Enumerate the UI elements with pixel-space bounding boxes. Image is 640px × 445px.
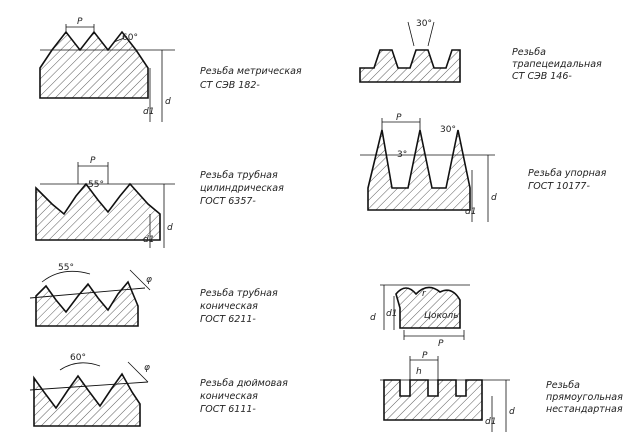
trapezoid-caption-line1: Резьба: [512, 47, 546, 58]
figure-buttress-thread: P 3° 30° d1 d Резьба упорная ГОСТ 10177-: [360, 113, 607, 222]
edison-d-label: d: [370, 313, 376, 323]
inch-con-caption-line2: коническая: [200, 391, 258, 402]
pipe-con-caption-line3: ГОСТ 6211-: [200, 314, 256, 325]
trapezoid-caption-line3: СТ СЭВ 146-: [512, 71, 572, 82]
metric-angle-label: 60°: [122, 33, 138, 43]
buttress-thread-profile: [367, 129, 471, 211]
metric-pitch-label: P: [77, 17, 83, 27]
buttress-caption-line1: Резьба упорная: [528, 168, 607, 179]
pipe-con-thread-profile: [35, 280, 139, 327]
inch-con-thread-profile: [33, 372, 141, 427]
pipe-cyl-d-label: d: [167, 223, 173, 233]
buttress-angle-right-label: 30°: [440, 125, 456, 135]
figure-trapezoidal-thread: 30° Резьба трапецеидальная СТ СЭВ 146-: [359, 19, 602, 83]
pipe-con-caption-line2: коническая: [200, 301, 258, 312]
metric-caption-line2: СТ СЭВ 182-: [200, 80, 260, 91]
buttress-caption-line2: ГОСТ 10177-: [528, 181, 590, 192]
figure-inch-conical-thread: 60° φ Резьба дюймовая коническая ГОСТ 61…: [29, 353, 288, 427]
pipe-cyl-thread-profile: [35, 182, 161, 241]
rect-caption-line2: прямоугольная: [546, 392, 623, 403]
pipe-cyl-angle-label: 55°: [88, 180, 104, 190]
rect-pitch-label: P: [422, 351, 428, 361]
buttress-d-label: d: [491, 193, 497, 203]
trapezoid-thread-profile: [359, 49, 461, 83]
rect-h-label: h: [416, 367, 422, 377]
pipe-con-angle-label: 55°: [58, 263, 74, 273]
figure-pipe-cylindrical-thread: P 55° d1 d Резьба трубная цилиндрическая…: [35, 156, 284, 248]
figure-edison-thread: d d1 r Цоколь P: [370, 284, 470, 349]
pipe-con-phi-label: φ: [146, 275, 152, 285]
metric-d-label: d: [165, 97, 171, 107]
edison-thread-profile: [395, 286, 461, 329]
inch-con-caption-line3: ГОСТ 6111-: [200, 404, 256, 415]
rect-thread-profile: [383, 379, 483, 421]
pipe-cyl-caption-line1: Резьба трубная: [200, 170, 278, 181]
inch-con-phi-label: φ: [144, 363, 150, 373]
trapezoid-caption-line2: трапецеидальная: [512, 59, 602, 70]
edison-pitch-label: P: [438, 339, 444, 349]
rect-d1-label: d1: [485, 417, 496, 427]
rect-caption-line3: нестандартная: [546, 404, 623, 415]
inch-con-caption-line1: Резьба дюймовая: [200, 378, 288, 389]
metric-caption-line1: Резьба метрическая: [200, 66, 302, 77]
trapezoid-angle-label: 30°: [416, 19, 432, 29]
rect-caption-line1: Резьба: [546, 380, 580, 391]
buttress-d1-label: d1: [465, 207, 476, 217]
edison-d1-label: d1: [386, 309, 397, 319]
buttress-pitch-label: P: [396, 113, 402, 123]
figure-metric-thread: P 60° d1 d Резьба метрическая СТ СЭВ 182…: [39, 17, 302, 122]
figure-pipe-conical-thread: 55° φ Резьба трубная коническая ГОСТ 621…: [29, 263, 278, 327]
edison-r-label: r: [422, 289, 427, 299]
pipe-cyl-pitch-label: P: [90, 156, 96, 166]
metric-thread-profile: [39, 30, 149, 99]
figure-rectangular-thread: P h d1 d Резьба прямоугольная нестандарт…: [380, 351, 623, 432]
edison-socket-label: Цоколь: [424, 311, 459, 321]
pipe-cyl-caption-line3: ГОСТ 6357-: [200, 196, 256, 207]
inch-con-angle-label: 60°: [70, 353, 86, 363]
pipe-con-caption-line1: Резьба трубная: [200, 288, 278, 299]
metric-d1-label: d1: [143, 107, 154, 117]
pipe-cyl-d1-label: d1: [143, 235, 154, 245]
pipe-cyl-caption-line2: цилиндрическая: [200, 183, 284, 194]
rect-d-label: d: [509, 407, 515, 417]
buttress-angle-left-label: 3°: [397, 150, 407, 160]
